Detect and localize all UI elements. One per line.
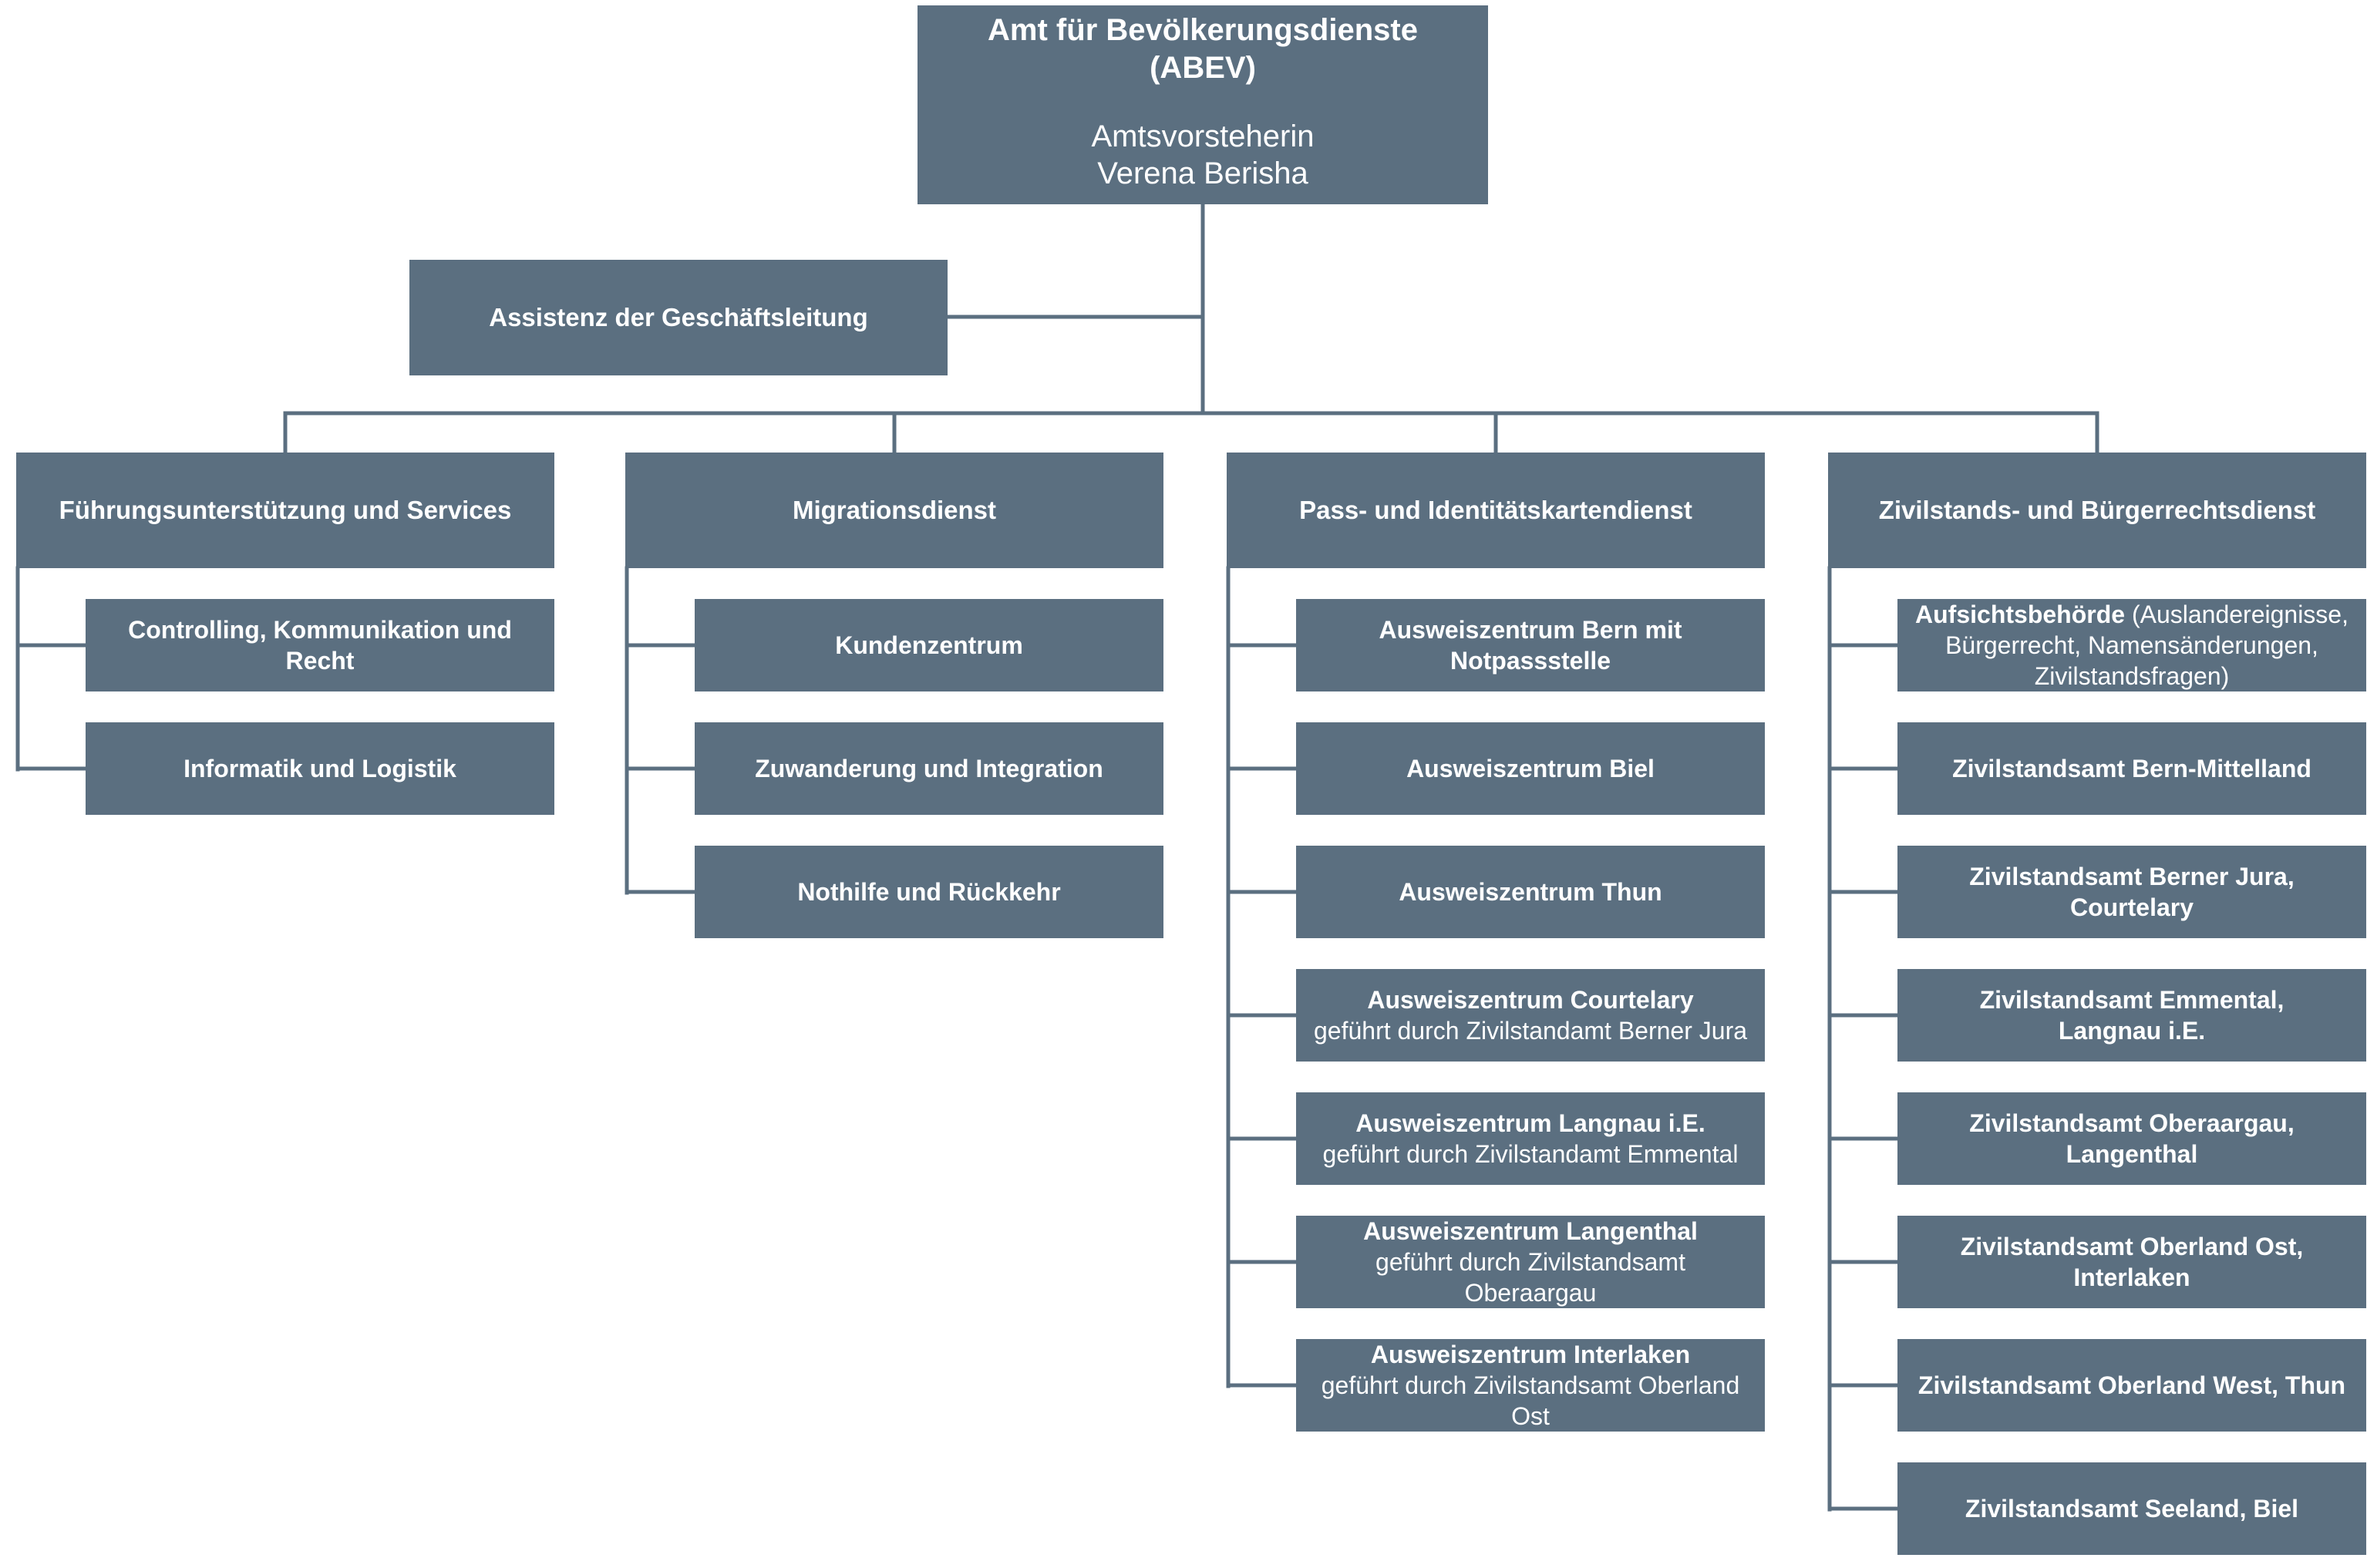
- unit-label: Zivilstandsamt Seeland, Biel: [1965, 1495, 2299, 1523]
- unit-label: Ausweiszentrum Langenthal: [1363, 1217, 1698, 1245]
- unit-label: Controlling, Kommunikation und: [128, 616, 512, 644]
- unit-label: Zivilstandsamt Oberland Ost,: [1960, 1233, 2304, 1260]
- unit-label: Ausweiszentrum Bern mit: [1379, 616, 1682, 644]
- unit-box: Ausweiszentrum Thun: [1296, 846, 1765, 938]
- unit-label: Ausweiszentrum Courtelary: [1367, 986, 1694, 1014]
- unit-note: geführt durch Zivilstandamt Emmental: [1322, 1140, 1739, 1168]
- unit-note: Ost: [1511, 1402, 1550, 1430]
- unit-label: Langenthal: [2066, 1140, 2198, 1168]
- assistant-label: Assistenz der Geschäftsleitung: [489, 303, 868, 332]
- head-name: Verena Berisha: [1097, 156, 1308, 191]
- unit-note: Bürgerrecht, Namensänderungen,: [1945, 631, 2318, 659]
- unit-box: Zivilstandsamt Seeland, Biel: [1897, 1462, 2366, 1555]
- unit-box: Ausweiszentrum Bern mit Notpassstelle: [1296, 599, 1765, 691]
- unit-box: Kundenzentrum: [695, 599, 1163, 691]
- unit-label: Notpassstelle: [1449, 647, 1611, 675]
- unit-box: Zuwanderung und Integration: [695, 722, 1163, 815]
- unit-note: (Auslandereignisse,: [2125, 601, 2348, 628]
- department-box: Migrationsdienst: [625, 453, 1163, 568]
- unit-label-mixed: Aufsichtsbehörde (Auslandereignisse,: [1915, 599, 2348, 630]
- unit-label: Courtelary: [2069, 893, 2194, 921]
- assistant-box: Assistenz der Geschäftsleitung: [409, 260, 948, 375]
- department-label: Zivilstands- und Bürgerrechtsdienst: [1878, 496, 2316, 525]
- unit-box: Zivilstandsamt Berner Jura, Courtelary: [1897, 846, 2366, 938]
- unit-box: Zivilstandsamt Oberaargau, Langenthal: [1897, 1092, 2366, 1185]
- unit-box: Zivilstandsamt Oberland Ost, Interlaken: [1897, 1216, 2366, 1308]
- unit-label: Aufsichtsbehörde: [1915, 601, 2126, 628]
- office-abbreviation: (ABEV): [1150, 50, 1256, 85]
- department-label: Führungsunterstützung und Services: [59, 496, 512, 525]
- unit-box: Nothilfe und Rückkehr: [695, 846, 1163, 938]
- unit-note: geführt durch Zivilstandsamt Oberland: [1321, 1371, 1740, 1399]
- unit-box: Ausweiszentrum Langnau i.E. geführt durc…: [1296, 1092, 1765, 1185]
- unit-label: Zivilstandsamt Oberaargau,: [1969, 1109, 2295, 1137]
- unit-note: geführt durch Zivilstandamt Berner Jura: [1313, 1017, 1748, 1045]
- unit-label: Informatik und Logistik: [184, 755, 456, 782]
- unit-note: Oberaargau: [1464, 1279, 1597, 1307]
- department-label: Migrationsdienst: [792, 496, 997, 525]
- unit-label: Langnau i.E.: [2058, 1017, 2206, 1045]
- unit-box: Ausweiszentrum Biel: [1296, 722, 1765, 815]
- unit-label: Ausweiszentrum Biel: [1406, 755, 1655, 782]
- unit-label: Zivilstandsamt Oberland West, Thun: [1918, 1371, 2346, 1399]
- unit-box: Ausweiszentrum Interlaken geführt durch …: [1296, 1339, 1765, 1432]
- unit-box: Ausweiszentrum Langenthal geführt durch …: [1296, 1216, 1765, 1308]
- unit-label: Zivilstandsamt Berner Jura,: [1969, 863, 2295, 890]
- root-office-box: Amt für Bevölkerungsdienste (ABEV) Amtsv…: [918, 5, 1488, 204]
- unit-label: Recht: [285, 647, 355, 675]
- unit-label: Zivilstandsamt Bern-Mittelland: [1952, 755, 2311, 782]
- department-box: Zivilstands- und Bürgerrechtsdienst: [1828, 453, 2366, 568]
- unit-box: Zivilstandsamt Emmental, Langnau i.E.: [1897, 969, 2366, 1062]
- unit-note: Zivilstandsfragen): [2034, 662, 2230, 690]
- unit-box: Zivilstandsamt Bern-Mittelland: [1897, 722, 2366, 815]
- unit-label: Kundenzentrum: [835, 631, 1023, 659]
- unit-box: Controlling, Kommunikation und Recht: [86, 599, 554, 691]
- unit-label: Interlaken: [2073, 1263, 2190, 1291]
- unit-label: Ausweiszentrum Langnau i.E.: [1355, 1109, 1705, 1137]
- unit-box: Ausweiszentrum Courtelary geführt durch …: [1296, 969, 1765, 1062]
- unit-label: Zuwanderung und Integration: [755, 755, 1103, 782]
- unit-label: Ausweiszentrum Thun: [1399, 878, 1662, 906]
- unit-note: geführt durch Zivilstandsamt: [1375, 1248, 1685, 1276]
- unit-box: Aufsichtsbehörde (Auslandereignisse, Bür…: [1897, 599, 2366, 691]
- unit-label: Ausweiszentrum Interlaken: [1370, 1341, 1691, 1368]
- unit-label: Zivilstandsamt Emmental,: [1979, 986, 2285, 1014]
- department-box: Pass- und Identitätskartendienst: [1227, 453, 1765, 568]
- unit-label: Nothilfe und Rückkehr: [797, 878, 1061, 906]
- unit-box: Zivilstandsamt Oberland West, Thun: [1897, 1339, 2366, 1432]
- unit-box: Informatik und Logistik: [86, 722, 554, 815]
- department-box: Führungsunterstützung und Services: [16, 453, 554, 568]
- department-label: Pass- und Identitätskartendienst: [1299, 496, 1692, 525]
- head-role: Amtsvorsteherin: [1091, 119, 1315, 153]
- office-title: Amt für Bevölkerungsdienste: [988, 13, 1418, 47]
